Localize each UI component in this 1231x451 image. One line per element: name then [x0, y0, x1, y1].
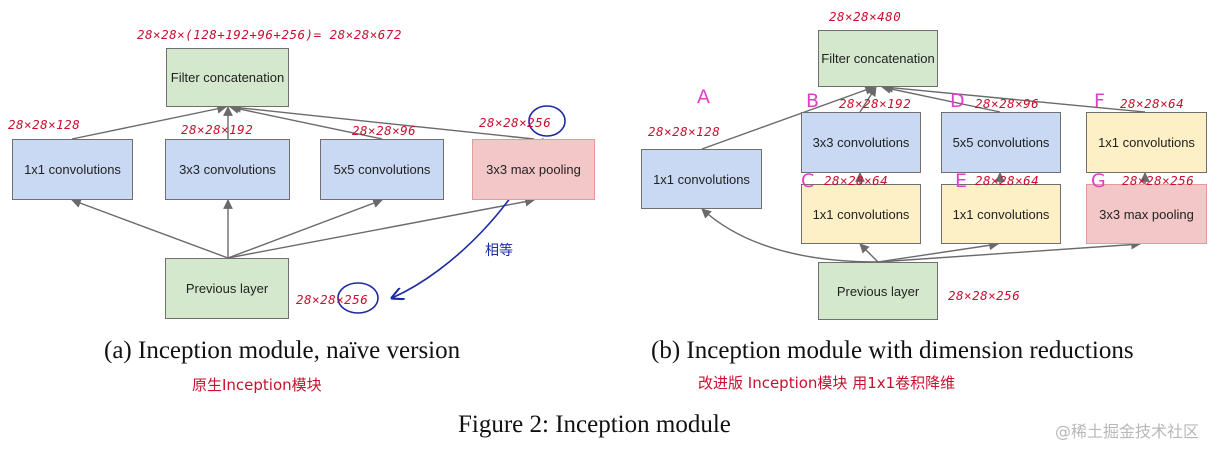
b-letter-f: F — [1094, 90, 1105, 112]
a-previous-layer-label: Previous layer — [185, 281, 269, 296]
a-annotation-previous: 28×28×256 — [296, 292, 369, 307]
b-filter-concatenation-label: Filter concatenation — [821, 51, 935, 66]
b-conv-1x1-right-label: 1x1 convolutions — [1098, 135, 1195, 150]
b-annotation-d: 28×28×96 — [975, 96, 1040, 111]
b-conv-1x1-left-label: 1x1 convolutions — [653, 171, 750, 187]
b-reduce-5x5: 1x1 convolutions — [941, 184, 1061, 244]
b-caption-note: 改进版 Inception模块 用1x1卷积降维 — [698, 374, 956, 392]
b-previous-layer-label: Previous layer — [836, 283, 920, 299]
a-caption-note: 原生Inception模块 — [192, 376, 322, 394]
b-reduce-5x5-label: 1x1 convolutions — [952, 206, 1050, 222]
b-letter-c: C — [801, 170, 815, 192]
b-max-pooling: 3x3 max pooling — [1086, 184, 1207, 244]
b-conv-1x1-left: 1x1 convolutions — [641, 149, 762, 209]
a-annotation-1x1: 28×28×128 — [8, 117, 81, 132]
a-filter-concatenation: Filter concatenation — [166, 48, 289, 107]
a-max-pooling-label: 3x3 max pooling — [486, 162, 581, 177]
b-letter-g: G — [1091, 170, 1106, 192]
a-annotation-equal: 相等 — [485, 243, 513, 259]
a-annotation-3x3: 28×28×192 — [181, 122, 254, 137]
a-previous-layer: Previous layer — [165, 258, 289, 319]
b-filter-concatenation: Filter concatenation — [818, 30, 938, 87]
b-conv-3x3: 3x3 convolutions — [801, 112, 921, 173]
a-annotation-total: 28×28×(128+192+96+256)= 28×28×672 — [137, 27, 402, 42]
b-annotation-c: 28×28×64 — [824, 173, 889, 188]
b-caption: (b) Inception module with dimension redu… — [651, 337, 1134, 364]
a-conv-1x1: 1x1 convolutions — [12, 139, 133, 200]
b-annotation-f: 28×28×64 — [1120, 96, 1185, 111]
b-conv-1x1-right: 1x1 convolutions — [1086, 112, 1207, 173]
figure-caption: Figure 2: Inception module — [458, 411, 731, 438]
b-conv-5x5-label: 5x5 convolutions — [952, 135, 1050, 150]
a-max-pooling: 3x3 max pooling — [472, 139, 595, 200]
a-conv-3x3: 3x3 convolutions — [165, 139, 290, 200]
b-annotation-total: 28×28×480 — [829, 9, 902, 24]
b-previous-layer: Previous layer — [818, 262, 938, 320]
a-caption: (a) Inception module, naïve version — [104, 337, 461, 364]
watermark: @稀土掘金技术社区 — [1055, 422, 1200, 441]
a-annotation-5x5: 28×28×96 — [352, 123, 417, 138]
b-letter-a: A — [697, 86, 710, 108]
a-annotation-pool: 28×28×256 — [479, 115, 552, 130]
b-conv-3x3-label: 3x3 convolutions — [812, 135, 910, 150]
a-conv-5x5: 5x5 convolutions — [320, 139, 444, 200]
a-conv-5x5-label: 5x5 convolutions — [333, 162, 431, 177]
b-annotation-a: 28×28×128 — [648, 124, 721, 139]
b-reduce-3x3: 1x1 convolutions — [801, 184, 921, 244]
a-conv-3x3-label: 3x3 convolutions — [179, 162, 276, 177]
b-letter-b: B — [806, 90, 820, 112]
b-conv-5x5: 5x5 convolutions — [941, 112, 1061, 173]
b-annotation-previous: 28×28×256 — [948, 288, 1021, 303]
a-filter-concatenation-label: Filter concatenation — [170, 70, 285, 85]
b-max-pooling-label: 3x3 max pooling — [1099, 206, 1194, 222]
b-letter-d: D — [950, 90, 965, 112]
b-annotation-b: 28×28×192 — [839, 96, 912, 111]
b-letter-e: E — [955, 170, 968, 192]
b-reduce-3x3-label: 1x1 convolutions — [812, 206, 910, 222]
b-annotation-e: 28×28×64 — [975, 173, 1040, 188]
a-conv-1x1-label: 1x1 convolutions — [24, 162, 121, 177]
b-annotation-g: 28×28×256 — [1122, 173, 1195, 188]
